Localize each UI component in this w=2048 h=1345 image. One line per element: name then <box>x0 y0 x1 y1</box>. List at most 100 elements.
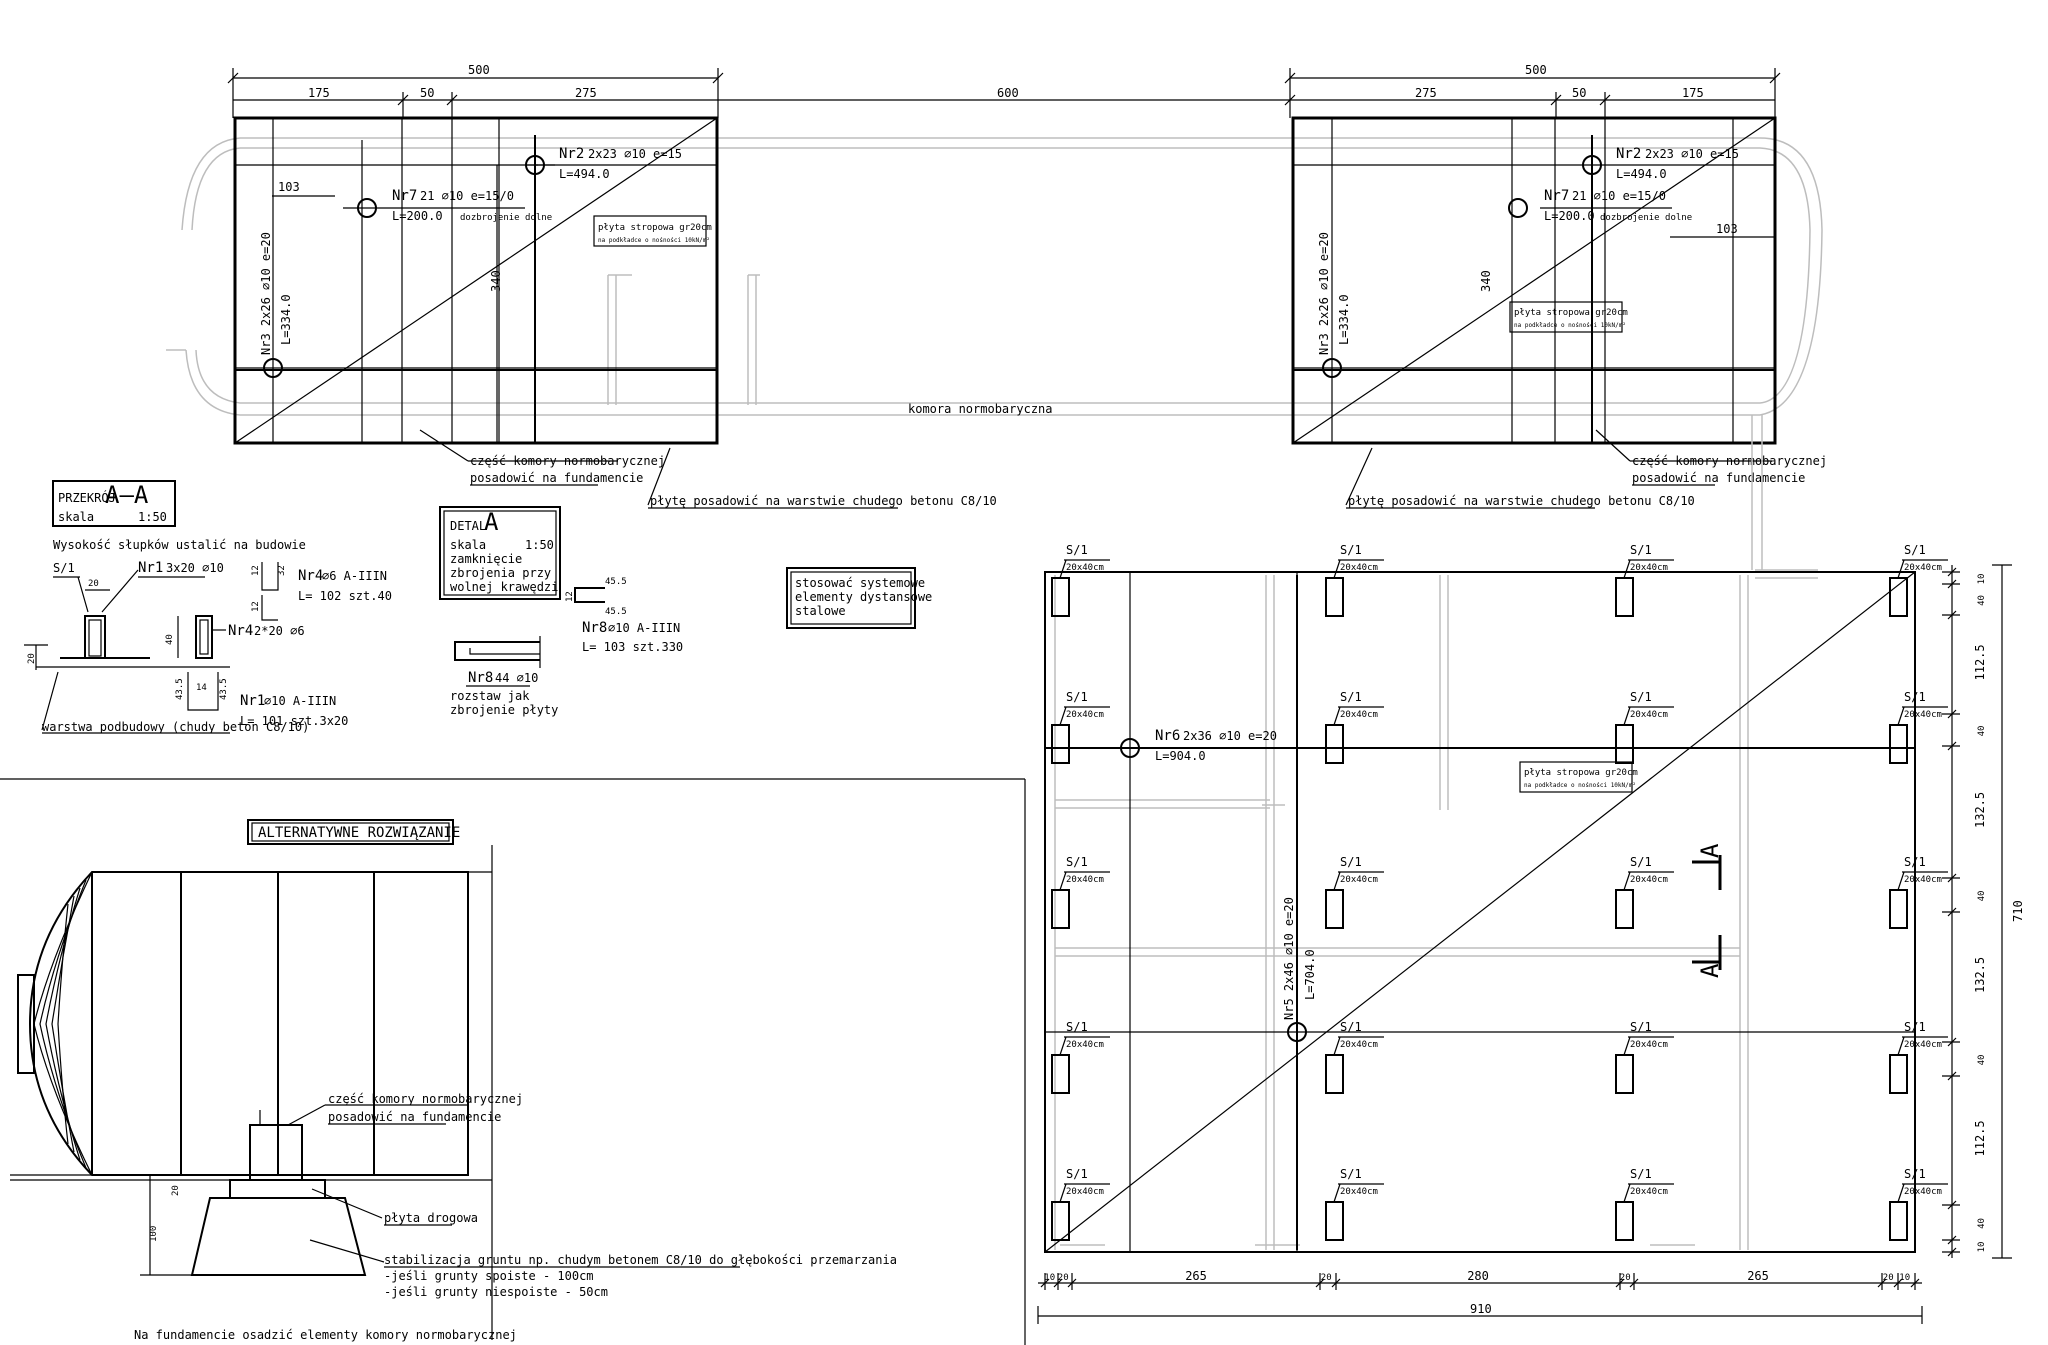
post-leader <box>1897 1183 1905 1203</box>
dim-bottom-label: 265 <box>1185 1269 1207 1283</box>
detail-title: DETAL <box>450 519 486 533</box>
post-leader <box>1623 1036 1631 1056</box>
section-scale-label: skala <box>58 510 94 524</box>
post-label: S/1 <box>1340 855 1362 869</box>
post-leader <box>1623 559 1631 579</box>
post-rect <box>1325 1054 1344 1094</box>
post-size: 20x40cm <box>1904 875 1942 885</box>
post-label: S/1 <box>1904 855 1926 869</box>
right-callout-part1: część komory normobarycznej <box>1632 454 1827 468</box>
dim-bottom-label: 280 <box>1467 1269 1489 1283</box>
nr1-spec: ∅10 A-IIIN <box>264 694 336 708</box>
dim-left-a: 175 <box>308 86 330 100</box>
right-nr7-label: Nr7 <box>1544 188 1569 204</box>
post-label: S/1 <box>1904 1020 1926 1034</box>
nr4-label: Nr4 <box>298 568 323 584</box>
detail-scale-value: 1:50 <box>525 538 554 552</box>
section-bottom-note: warstwa podbudowy (chudy beton C8/10) <box>42 720 309 734</box>
nr8-spec: ∅10 A-IIIN <box>608 621 680 635</box>
dim-slash <box>1947 610 1957 620</box>
dim-slash <box>1067 1278 1077 1288</box>
detail-desc1: zamknięcie <box>450 552 522 566</box>
post-label: S/1 <box>1066 690 1088 704</box>
plan-total-width: 910 <box>1470 1302 1492 1316</box>
left-nr7-len: L=200.0 <box>392 209 443 223</box>
nr4b-label: Nr4 <box>228 623 253 639</box>
right-nr2-label: Nr2 <box>1616 146 1641 162</box>
dim-slash <box>1040 1278 1050 1288</box>
komora-label: komora normobaryczna <box>908 402 1053 416</box>
post-leader <box>1623 706 1631 726</box>
dim-right-label: 132.5 <box>1973 792 1987 828</box>
post-label: S/1 <box>1630 543 1652 557</box>
dim-right-label: 40 <box>1977 1218 1987 1229</box>
top-dimensions-left: 500 175 50 275 <box>227 63 724 118</box>
right-nr3-spec: Nr3 2x26 ∅10 e=20 <box>1317 232 1331 355</box>
left-nr2-marker <box>525 155 545 175</box>
plan-slab-sub: na podkładce o nośności 10kN/m² <box>1524 782 1636 789</box>
post-s1-2-3: S/1 20x40cm <box>1889 855 1948 929</box>
nr1-d14: 14 <box>196 683 207 693</box>
post-leader <box>1059 1036 1067 1056</box>
left-callout-part1: część komory normobarycznej <box>470 454 665 468</box>
nr4-d12a: 12 <box>251 565 261 576</box>
spacer-l2: elementy dystansowe <box>795 590 932 604</box>
section-mark-bottom: A <box>1696 963 1724 978</box>
left-callout-part2: posadowić na fundamencie <box>470 471 643 485</box>
right-nr7-note: dozbrojenie dolne <box>1600 213 1692 223</box>
dim-slash <box>1053 1278 1063 1288</box>
detail-desc2: zbrojenia przy <box>450 566 551 580</box>
post-label: S/1 <box>1904 690 1926 704</box>
left-slab: 103 Nr2 2x23 ∅10 e=15 L=494.0 Nr7 21 ∅10… <box>233 116 997 509</box>
dim-right-label: 10 <box>1977 1242 1987 1253</box>
post-size: 20x40cm <box>1630 1040 1668 1050</box>
dim-bottom-label: 265 <box>1747 1269 1769 1283</box>
plan-nr6-label: Nr6 <box>1155 728 1180 744</box>
post-leader <box>1333 559 1341 579</box>
right-nr7-marker <box>1508 198 1528 218</box>
post-leader <box>1059 559 1067 579</box>
post-size: 20x40cm <box>1630 1187 1668 1197</box>
plan-nr6-spec: 2x36 ∅10 e=20 <box>1183 729 1277 743</box>
right-nr2-marker <box>1582 155 1602 175</box>
dim-slash <box>1893 1278 1903 1288</box>
post-leader <box>1059 1183 1067 1203</box>
spacer-l3: stalowe <box>795 604 846 618</box>
dim-slash <box>1947 1200 1957 1210</box>
left-slab-sub: na podkładce o nośności 10kN/m² <box>598 237 710 244</box>
post-leader <box>1333 706 1341 726</box>
nr8-spacing2: zbrojenie płyty <box>450 703 558 717</box>
section-a-a-title: PRZEKRÓJ A–A skala 1:50 Wysokość słupków… <box>52 480 306 552</box>
post-label: S/1 <box>1904 1167 1926 1181</box>
post-size: 20x40cm <box>1904 563 1942 573</box>
right-nr3-marker <box>1322 358 1342 378</box>
post-leader <box>1897 871 1905 891</box>
plan-nr5-marker <box>1287 1022 1307 1042</box>
post-label: S/1 <box>1066 855 1088 869</box>
detail-scale-label: skala <box>450 538 486 552</box>
post-leader <box>1897 1036 1905 1056</box>
alternative-panel: ALTERNATYWNE ROZWIĄZANIE 20 100 część ko… <box>0 778 1026 1345</box>
post-size: 20x40cm <box>1630 875 1668 885</box>
post-size: 20x40cm <box>1630 710 1668 720</box>
dim-bottom-label: 20 <box>1321 1273 1332 1283</box>
dim-slash <box>1947 579 1957 589</box>
nr4-len: L= 102 szt.40 <box>298 589 392 603</box>
dim-bottom-label: 10 <box>1044 1273 1055 1283</box>
nr8-d455b: 45.5 <box>605 607 627 617</box>
right-callout-lean: płytę posadowić na warstwie chudego beto… <box>1348 494 1695 508</box>
spacer-l1: stosować systemowe <box>795 576 925 590</box>
dim-slash <box>1947 567 1957 577</box>
left-nr3-marker <box>263 358 283 378</box>
dim-bottom-label: 10 <box>1899 1273 1910 1283</box>
section-title: PRZEKRÓJ <box>58 490 116 505</box>
